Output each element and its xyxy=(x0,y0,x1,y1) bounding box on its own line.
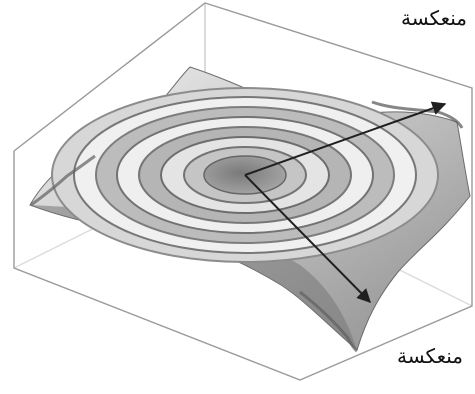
reflection-label-bottom: منعكسة xyxy=(397,346,463,366)
reflection-label-top: منعكسة xyxy=(401,8,467,28)
surface-group xyxy=(30,67,470,351)
